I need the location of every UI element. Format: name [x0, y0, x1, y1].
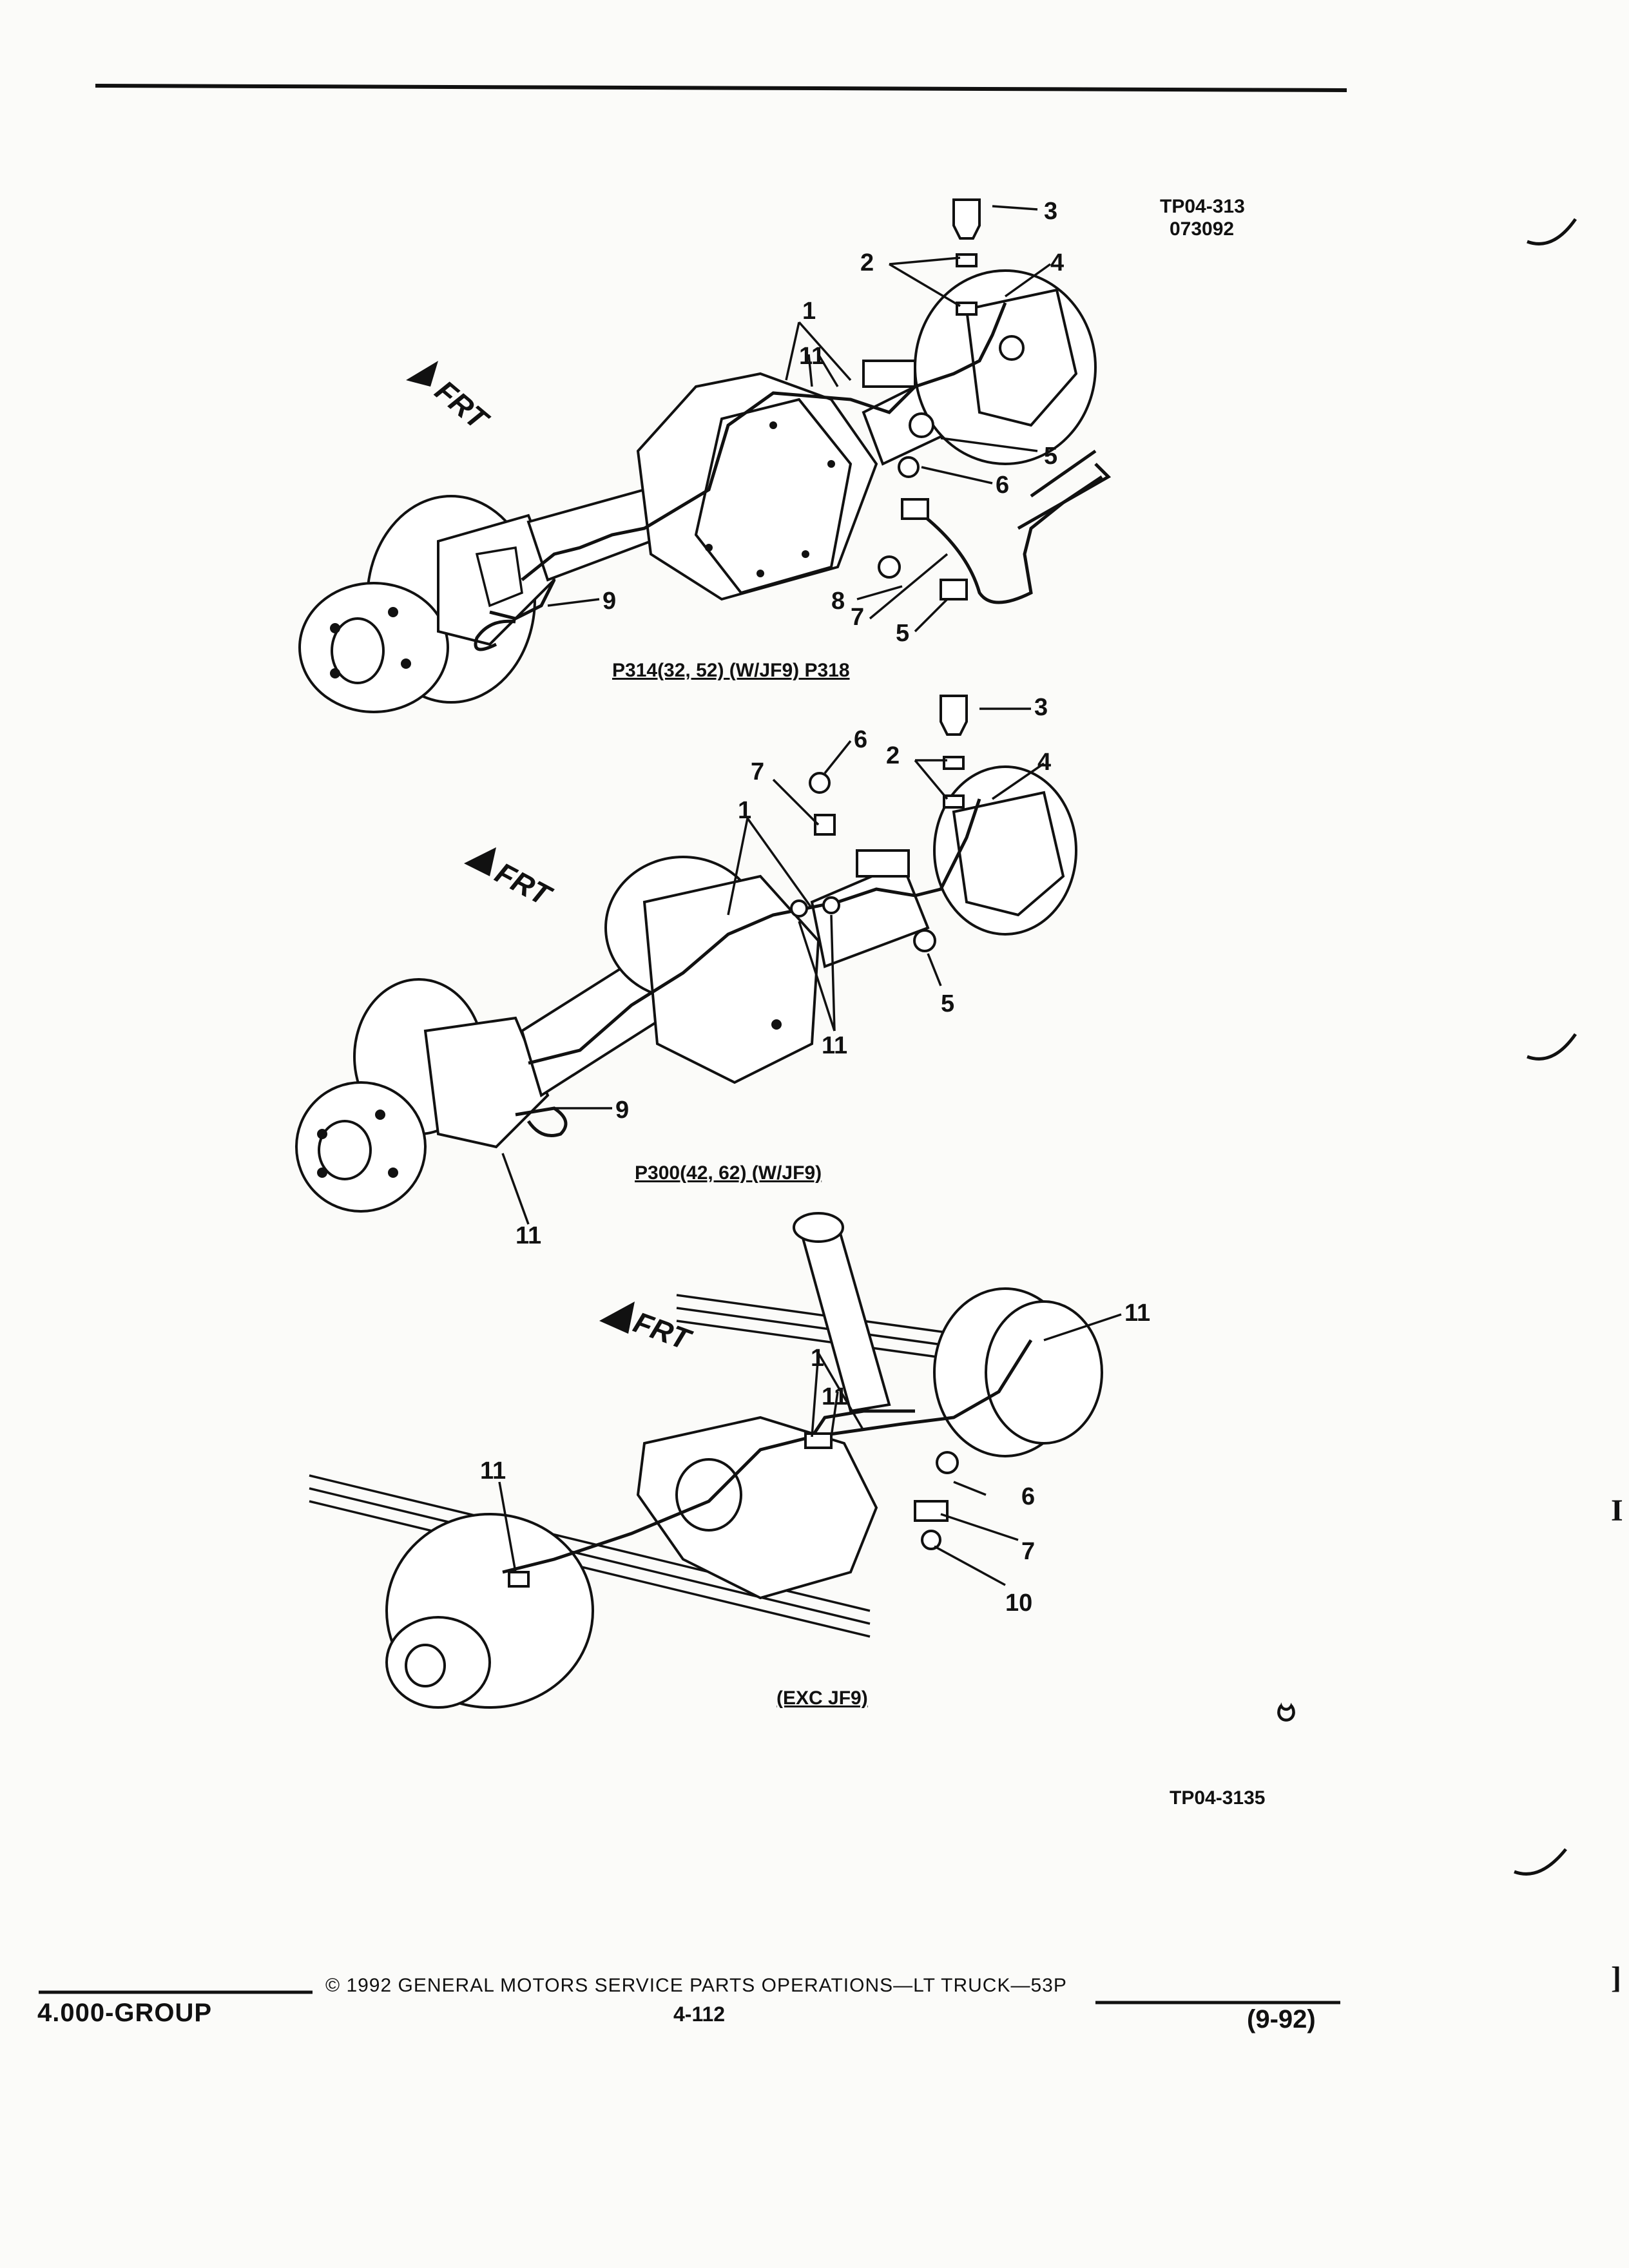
fig2-callout-7: 7	[751, 758, 764, 785]
fig3-callout-7: 7	[1021, 1538, 1035, 1565]
fig1-callout-11: 11	[799, 343, 825, 370]
binder-hole-mark-1	[1527, 218, 1577, 245]
figure-1-axle: FRT	[298, 198, 1112, 713]
figure-1-brake-line	[521, 302, 1007, 581]
figure-3-differential	[636, 1416, 878, 1600]
fig3-callout-6: 6	[1021, 1483, 1035, 1510]
figure-2-left-hub	[295, 978, 550, 1213]
fig2-callout-4: 4	[1037, 749, 1051, 776]
fig2-callout-3: 3	[1034, 694, 1048, 721]
figure-3-axle: FRT	[309, 1212, 1150, 1709]
fig1-callout-4: 4	[1050, 249, 1064, 276]
fig1-callout-8: 8	[831, 588, 845, 615]
fig1-callout-7: 7	[851, 604, 864, 631]
svg-text:FRT: FRT	[630, 1305, 697, 1357]
margin-mark-2: ]	[1611, 1961, 1621, 1995]
binder-hole-mark-2	[1527, 1033, 1577, 1061]
fig2-callout-5: 5	[941, 990, 954, 1017]
fig1-callout-5b: 5	[896, 620, 909, 647]
figure-1-caption: P314(32, 52) (W/JF9) P318	[612, 660, 850, 681]
fig2-callout-1: 1	[738, 797, 751, 824]
figure-2-right-hub	[933, 765, 1077, 936]
figure-2-differential	[604, 856, 820, 1084]
fig1-callout-2: 2	[860, 249, 874, 276]
fig2-callout-9: 9	[615, 1097, 629, 1124]
footer-page-number: 4-112	[673, 2003, 726, 2026]
figure-2-axle: FRT	[295, 694, 1077, 1249]
fig1-callout-6: 6	[996, 472, 1009, 499]
figure-1-flex-hose	[914, 475, 1103, 604]
fig3-callout-10: 10	[1005, 1590, 1032, 1617]
fig3-callout-11-left: 11	[480, 1457, 506, 1485]
bottom-reference-code: TP04-3135	[1170, 1787, 1265, 1809]
front-direction-arrow-2: FRT	[464, 847, 558, 913]
svg-text:FRT: FRT	[490, 856, 558, 913]
footer-copyright: © 1992 GENERAL MOTORS SERVICE PARTS OPER…	[325, 1975, 1067, 1996]
fig2-callout-6: 6	[854, 726, 867, 753]
figure-1-left-hub	[298, 495, 556, 713]
figure-1-axle-tube	[526, 488, 653, 582]
fig1-callout-9: 9	[602, 588, 616, 615]
figure-3-right-drum	[933, 1287, 1103, 1457]
figure-1-differential	[636, 372, 878, 601]
fig3-callout-11-center: 11	[822, 1383, 847, 1410]
figure-1-right-hub	[914, 269, 1097, 465]
top-reference-code: TP04-313	[1160, 196, 1245, 217]
front-direction-arrow-1: FRT	[406, 361, 496, 437]
manufacturer-mark: ဗ	[1276, 1689, 1296, 1729]
svg-text:FRT: FRT	[429, 374, 496, 437]
fig2-callout-2: 2	[886, 742, 900, 769]
footer-group-label: 4.000-GROUP	[37, 1999, 213, 2027]
fig2-callout-11b: 11	[516, 1222, 541, 1249]
fig3-callout-1: 1	[811, 1345, 824, 1372]
fig1-callout-3: 3	[1044, 198, 1057, 225]
fig2-callout-11a: 11	[822, 1032, 847, 1059]
footer-date: (9-92)	[1247, 2005, 1316, 2033]
figure-2-caption: P300(42, 62) (W/JF9)	[635, 1162, 822, 1184]
binder-hole-mark-3	[1514, 1848, 1567, 1876]
fig1-callout-5a: 5	[1044, 443, 1057, 470]
figure-3-caption: (EXC JF9)	[776, 1687, 868, 1709]
top-reference-date: 073092	[1170, 218, 1234, 240]
fig1-callout-1: 1	[802, 298, 816, 325]
figure-2-bolt	[940, 695, 968, 736]
margin-mark-1: I	[1611, 1494, 1623, 1528]
figure-3-left-drum	[385, 1513, 594, 1709]
figure-1-bolt	[952, 198, 981, 240]
fig3-callout-11-right: 11	[1124, 1300, 1150, 1327]
top-rule	[95, 84, 1347, 92]
